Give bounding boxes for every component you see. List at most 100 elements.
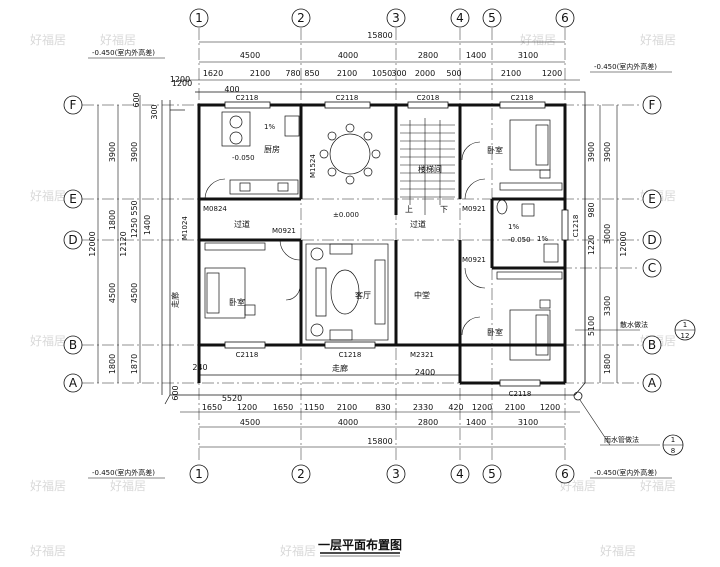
dim: 5520 <box>222 394 242 403</box>
dim: 1650 <box>273 403 293 412</box>
dim: 2100 <box>505 403 525 412</box>
dims-left: 12000 3900 1800 4500 1800 3900 550 1250 … <box>88 75 208 401</box>
window-label: C2118 <box>511 94 534 102</box>
dim: 1400 <box>466 418 486 427</box>
dim: 1150 <box>304 403 324 412</box>
dim: 3100 <box>518 418 538 427</box>
dim-total-right: 12000 <box>619 231 628 256</box>
beds <box>204 119 551 361</box>
dim: 1400 <box>143 215 152 235</box>
dims-top: 15800 4500 4000 2800 1400 3100 1620 2100… <box>172 31 562 94</box>
door-label: M0921 <box>462 205 486 213</box>
dim: 980 <box>587 202 596 217</box>
room-living: 客厅 <box>355 290 371 300</box>
axis-labels-horizontal: F E D B A F E D C B A <box>68 98 657 390</box>
detail-ref: 1 <box>683 321 687 329</box>
axis-label: 3 <box>392 11 400 25</box>
dim: 2100 <box>250 69 270 78</box>
dim: 400 <box>224 85 239 94</box>
dining-table <box>319 123 381 185</box>
dim: 3300 <box>603 296 612 316</box>
level-bath: -0.050 <box>508 236 531 244</box>
window-label: C1218 <box>339 351 362 359</box>
dim: 500 <box>446 69 461 78</box>
window-label: C2118 <box>236 351 259 359</box>
dim: 3900 <box>130 142 139 162</box>
dim: 1250 <box>130 218 139 238</box>
axis-label: 3 <box>392 467 400 481</box>
watermark: 好福居 <box>30 32 66 47</box>
dim: 1200 <box>172 79 192 88</box>
dim: 1220 <box>587 235 596 255</box>
axis-label: 1 <box>195 467 203 481</box>
level-kitchen: -0.050 <box>232 154 255 162</box>
page-title: 一层平面布置图 <box>318 537 402 552</box>
dim-total-bottom: 15800 <box>367 437 392 446</box>
living-furniture <box>305 243 389 341</box>
door-label: M0921 <box>462 256 486 264</box>
porch-rail <box>170 109 460 376</box>
dim: 4500 <box>240 51 260 60</box>
dim: 1050 <box>372 69 392 78</box>
window-marks <box>224 101 569 387</box>
dim: 4000 <box>338 51 358 60</box>
room-corridor-right: 过道 <box>410 219 426 229</box>
axis-label: E <box>648 192 656 206</box>
level-marks: -0.450(室内外高差) -0.450(室内外高差) -0.450(室内外高差… <box>88 48 672 479</box>
axis-label: 6 <box>561 11 569 25</box>
dim: 2000 <box>415 69 435 78</box>
room-kitchen: 厨房 <box>264 144 280 154</box>
kitchen-fixtures <box>221 111 300 195</box>
dim: 4500 <box>130 283 139 303</box>
dim: 1800 <box>108 354 117 374</box>
watermark: 好福居 <box>30 188 66 203</box>
annotations: 散水做法 1 12 雨水管做法 1 8 <box>573 319 696 456</box>
detail-ref: 1 <box>671 436 675 444</box>
door-label: M0824 <box>203 205 227 213</box>
level-outdoor: -0.450(室内外高差) <box>594 62 657 71</box>
level-outdoor: -0.450(室内外高差) <box>92 48 155 57</box>
apron-outline <box>161 91 586 405</box>
axis-label: 2 <box>297 467 305 481</box>
bathroom-fixtures <box>496 199 559 263</box>
dim: 1200 <box>237 403 257 412</box>
dim: 2100 <box>337 403 357 412</box>
door-label: M1024 <box>181 216 189 240</box>
floor-levels: ±0.000 -0.050 -0.050 1% 1% 1% <box>232 123 548 244</box>
dim-total-top: 15800 <box>367 31 392 40</box>
axis-label: 4 <box>456 11 464 25</box>
room-bedroom-bottomright: 卧室 <box>487 327 503 337</box>
axis-label: B <box>648 338 656 352</box>
room-corridor-left: 过道 <box>234 219 250 229</box>
watermark: 好福居 <box>30 543 66 558</box>
watermark: 好福居 <box>600 543 636 558</box>
dim: 12120 <box>119 231 128 256</box>
annotation-downpipe: 雨水管做法 <box>604 435 639 444</box>
axis-label: 4 <box>456 467 464 481</box>
watermark: 好福居 <box>280 543 316 558</box>
door-labels: M0824 M1024 M0921 M1524 M0921 M0921 M232… <box>181 154 486 359</box>
dim: 1200 <box>170 75 190 84</box>
door-label: M0921 <box>272 227 296 235</box>
dim: 600 <box>171 385 180 400</box>
room-labels: 厨房 卧室 客厅 过道 过道 中堂 楼梯间 上 下 卧室 卧室 走廊 走廊 <box>170 144 503 373</box>
level-indoor: ±0.000 <box>333 211 359 219</box>
slope-mark: 1% <box>508 223 519 231</box>
dim: 1870 <box>130 354 139 374</box>
axis-label: F <box>649 98 656 112</box>
dim: 1650 <box>202 403 222 412</box>
dim: 1200 <box>472 403 492 412</box>
window-label: C2118 <box>509 390 532 398</box>
room-bedroom-left: 卧室 <box>229 297 245 307</box>
dim: 2800 <box>418 418 438 427</box>
dim: 420 <box>448 403 463 412</box>
stair-up: 上 <box>405 205 413 214</box>
dims-bottom: 5520 2400 1650 1200 1650 1150 2100 830 2… <box>202 368 560 446</box>
dim: 3900 <box>603 142 612 162</box>
dim: 1620 <box>203 69 223 78</box>
room-bedroom-topright: 卧室 <box>487 145 503 155</box>
dim: 2400 <box>415 368 435 377</box>
slope-mark: 1% <box>264 123 275 131</box>
room-porch-left: 走廊 <box>170 292 180 308</box>
axis-label: 2 <box>297 11 305 25</box>
